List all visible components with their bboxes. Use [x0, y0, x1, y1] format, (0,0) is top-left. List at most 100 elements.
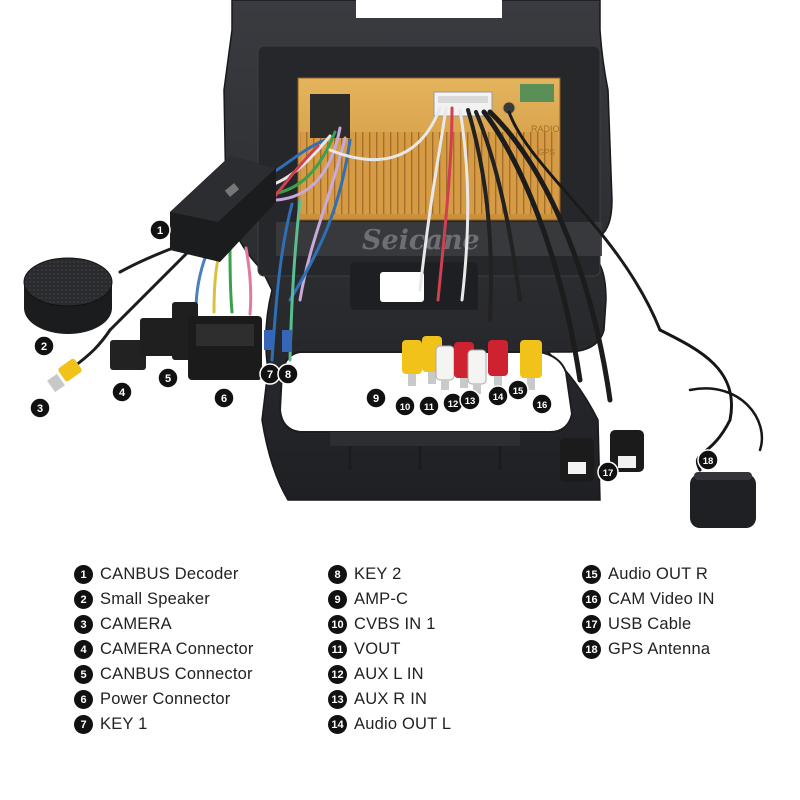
callout-number: 18 [703, 456, 714, 467]
callout-13: 13 [459, 389, 481, 411]
legend-number: 3 [74, 615, 93, 634]
legend-number: 10 [328, 615, 347, 634]
legend-item: 16 CAM Video IN [582, 587, 715, 612]
legend-number: 9 [328, 590, 347, 609]
callout-1: 1 [149, 219, 171, 241]
camera-plug [47, 358, 82, 393]
legend-column-1: 1 CANBUS Decoder 2 Small Speaker 3 CAMERA 4… [74, 562, 254, 737]
legend-number: 16 [582, 590, 601, 609]
legend-item: 2 Small Speaker [74, 587, 254, 612]
callout-6: 6 [213, 387, 235, 409]
legend-number: 6 [74, 690, 93, 709]
gps-antenna [690, 472, 756, 528]
legend-item: 4 CAMERA Connector [74, 637, 254, 662]
legend-item: 1 CANBUS Decoder [74, 562, 254, 587]
callout-number: 4 [119, 387, 126, 399]
callout-number: 7 [267, 369, 273, 381]
legend-number: 15 [582, 565, 601, 584]
canbus-decoder-box [170, 156, 276, 262]
callout-number: 6 [221, 393, 227, 405]
legend-item: 5 CANBUS Connector [74, 662, 254, 687]
callout-number: 8 [285, 369, 291, 381]
callout-number: 5 [165, 373, 171, 385]
wiring-diagram-photo: RADIO GPS Seicane [23, 0, 764, 528]
callout-18: 18 [697, 449, 719, 471]
legend-label: Audio OUT L [354, 715, 452, 733]
legend-label: CVBS IN 1 [354, 615, 436, 633]
legend-item: 13 AUX R IN [328, 687, 451, 712]
legend-label: GPS Antenna [608, 640, 711, 658]
legend-number: 12 [328, 665, 347, 684]
callout-5: 5 [157, 367, 179, 389]
gps-port-label: GPS [538, 148, 555, 157]
legend-label: KEY 1 [100, 715, 148, 733]
callout-number: 12 [448, 399, 459, 410]
legend-number: 8 [328, 565, 347, 584]
legend-number: 1 [74, 565, 93, 584]
legend-label: CAM Video IN [608, 590, 715, 608]
rca-plugs [402, 336, 542, 394]
legend-number: 5 [74, 665, 93, 684]
callout-number: 15 [513, 386, 524, 397]
legend-item: 9 AMP-C [328, 587, 451, 612]
callout-number: 10 [400, 402, 411, 413]
callout-number: 17 [603, 468, 614, 479]
callout-9: 9 [365, 387, 387, 409]
callout-number: 16 [537, 400, 548, 411]
callout-15: 15 [507, 379, 529, 401]
legend-label: CAMERA [100, 615, 172, 633]
legend-item: 14 Audio OUT L [328, 712, 451, 737]
legend-label: KEY 2 [354, 565, 402, 583]
callout-14: 14 [487, 385, 509, 407]
legend-label: AUX L IN [354, 665, 424, 683]
legend-number: 4 [74, 640, 93, 659]
callout-4: 4 [111, 381, 133, 403]
radio-port-label: RADIO [531, 124, 560, 134]
legend-number: 7 [74, 715, 93, 734]
legend-item: 17 USB Cable [582, 612, 715, 637]
legend-item: 11 VOUT [328, 637, 451, 662]
callout-number: 9 [373, 393, 379, 405]
callout-number: 2 [41, 341, 47, 353]
legend-item: 3 CAMERA [74, 612, 254, 637]
legend-number: 17 [582, 615, 601, 634]
legend-number: 11 [328, 640, 347, 659]
legend-item: 7 KEY 1 [74, 712, 254, 737]
legend-label: VOUT [354, 640, 401, 658]
legend-label: Small Speaker [100, 590, 210, 608]
legend-number: 2 [74, 590, 93, 609]
legend-label: AMP-C [354, 590, 409, 608]
callout-11: 11 [418, 395, 440, 417]
legend-label: AUX R IN [354, 690, 428, 708]
legend-number: 13 [328, 690, 347, 709]
callout-number: 1 [157, 225, 163, 237]
legend-item: 6 Power Connector [74, 687, 254, 712]
callout-number: 3 [37, 403, 43, 415]
legend-item: 8 KEY 2 [328, 562, 451, 587]
callout-2: 2 [33, 335, 55, 357]
callout-7: 7 [259, 363, 281, 385]
legend-column-2: 8 KEY 2 9 AMP-C 10 CVBS IN 1 11 VOUT 12 AUX L… [328, 562, 451, 737]
callout-number: 13 [465, 396, 476, 407]
legend-number: 14 [328, 715, 347, 734]
callout-10: 10 [394, 395, 416, 417]
legend-label: CAMERA Connector [100, 640, 254, 658]
callout-number: 14 [493, 392, 504, 403]
usb-cable-plugs [560, 430, 644, 482]
harness-connectors [110, 302, 292, 380]
small-speaker [23, 257, 113, 334]
legend-item: 12 AUX L IN [328, 662, 451, 687]
legend-label: CANBUS Connector [100, 665, 253, 683]
callout-17: 17 [597, 461, 619, 483]
callout-8: 8 [277, 363, 299, 385]
wiring-harness [70, 106, 764, 472]
legend: 1 CANBUS Decoder 2 Small Speaker 3 CAMERA 4… [0, 562, 800, 762]
seicane-watermark: Seicane [362, 225, 480, 256]
legend-label: Power Connector [100, 690, 231, 708]
callout-3: 3 [29, 397, 51, 419]
legend-label: USB Cable [608, 615, 692, 633]
legend-label: CANBUS Decoder [100, 565, 239, 583]
